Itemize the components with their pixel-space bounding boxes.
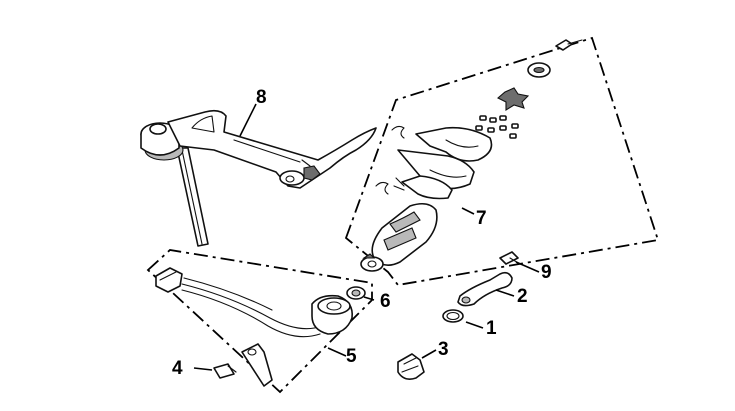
leader-5 (327, 347, 347, 357)
shift-pedal-lever (140, 109, 377, 247)
leader-9 (515, 261, 540, 273)
callout-7: 7 (476, 208, 487, 229)
pin-part-3 (397, 353, 425, 380)
link-plate-part-2 (457, 271, 513, 307)
leader-3 (421, 349, 437, 359)
callout-8: 8 (256, 87, 267, 108)
callout-4: 4 (172, 358, 183, 379)
callout-9: 9 (541, 262, 552, 283)
shift-drum-assembly (360, 39, 583, 272)
callout-5: 5 (346, 346, 357, 367)
leader-6 (363, 296, 375, 301)
group-7-boundary (344, 36, 660, 286)
leader-2 (495, 289, 515, 297)
leader-8 (239, 103, 257, 137)
callout-2: 2 (517, 286, 528, 307)
callout-1: 1 (486, 318, 497, 339)
leader-4 (193, 367, 213, 371)
screw-part-4 (213, 363, 237, 379)
o-ring-part-1 (442, 309, 464, 323)
leader-7 (461, 207, 475, 215)
seal-part-6 (346, 286, 366, 300)
leader-1 (465, 321, 484, 329)
callout-6: 6 (380, 291, 391, 312)
callout-3: 3 (438, 339, 449, 360)
neutral-switch-harness (155, 267, 354, 387)
